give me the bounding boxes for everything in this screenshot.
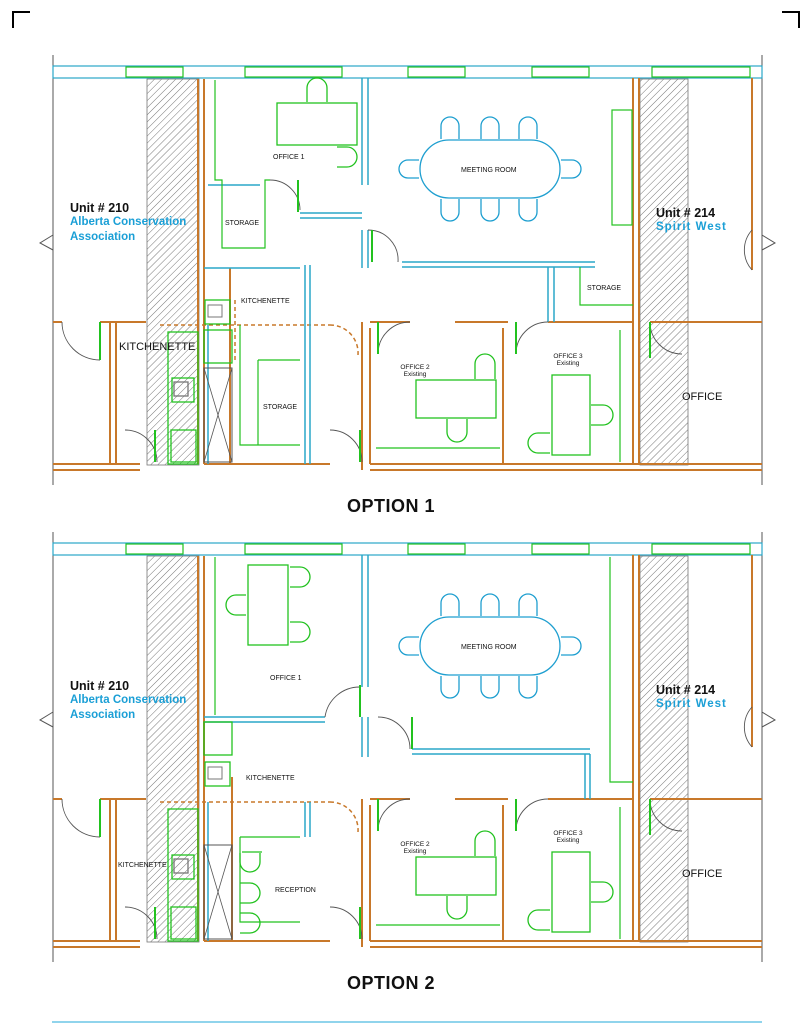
corner-mark-top-right <box>782 11 800 28</box>
office-3-name: OFFICE 3 <box>553 830 583 837</box>
unit-tenant: Spirit West <box>656 697 727 710</box>
floor-plan-option-1: OFFICE 1 MEETING ROOM STORAGE KITCHENETT… <box>38 55 777 516</box>
room-label-office-3: OFFICE 3 Existing <box>547 353 589 367</box>
room-label-office-2: OFFICE 2 Existing <box>395 364 435 378</box>
unit-number: Unit # 210 <box>70 679 130 693</box>
unit-214-label: Unit # 214 Spirit West <box>656 684 727 712</box>
unit-tenant-line2: Association <box>70 708 136 721</box>
room-label-reception: RECEPTION <box>275 887 316 894</box>
room-label-office-2: OFFICE 2 Existing <box>395 841 435 855</box>
office-2-status: Existing <box>403 370 427 378</box>
room-label-storage: STORAGE <box>225 220 260 227</box>
room-label-office-1: OFFICE 1 <box>273 154 305 161</box>
room-label-meeting-room: MEETING ROOM <box>461 167 517 174</box>
room-label-kitchenette-left: KITCHENETTE <box>118 862 167 869</box>
office-2-name: OFFICE 2 <box>400 364 430 371</box>
corner-mark-top-left <box>12 11 30 28</box>
room-label-storage-right: STORAGE <box>587 285 622 292</box>
room-label-storage-lower: STORAGE <box>263 404 298 411</box>
floor-plan-drawing <box>38 55 777 485</box>
room-label-office-3: OFFICE 3 Existing <box>547 830 589 844</box>
room-label-kitchenette-left: KITCHENETTE <box>119 341 196 353</box>
office-2-name: OFFICE 2 <box>400 841 430 848</box>
unit-number: Unit # 214 <box>656 206 716 220</box>
office-3-status: Existing <box>556 359 580 367</box>
room-label-office: OFFICE <box>682 391 723 403</box>
unit-210-label: Unit # 210 Alberta Conservation Associat… <box>70 680 186 723</box>
room-label-office: OFFICE <box>682 868 723 880</box>
unit-tenant-line1: Alberta Conservation <box>70 693 187 706</box>
unit-tenant-line2: Association <box>70 230 136 243</box>
option-caption: OPTION 1 <box>346 496 435 516</box>
room-label-kitchenette: KITCHENETTE <box>246 775 295 782</box>
unit-210-label: Unit # 210 Alberta Conservation Associat… <box>70 202 186 245</box>
option-caption: OPTION 2 <box>346 973 435 993</box>
floor-plan-option-2: OFFICE 1 MEETING ROOM KITCHENETTE KITCHE… <box>0 477 812 997</box>
room-label-kitchenette: KITCHENETTE <box>241 298 290 305</box>
room-label-meeting-room: MEETING ROOM <box>461 644 517 651</box>
room-label-office-1: OFFICE 1 <box>270 675 302 682</box>
office-2-status: Existing <box>403 847 427 855</box>
unit-number: Unit # 210 <box>70 201 130 215</box>
floor-plan-drawing <box>38 532 777 962</box>
office-3-status: Existing <box>556 836 580 844</box>
unit-214-label: Unit # 214 Spirit West <box>656 207 727 235</box>
office-3-name: OFFICE 3 <box>553 353 583 360</box>
unit-number: Unit # 214 <box>656 683 716 697</box>
unit-tenant-line1: Alberta Conservation <box>70 215 187 228</box>
unit-tenant: Spirit West <box>656 220 727 233</box>
